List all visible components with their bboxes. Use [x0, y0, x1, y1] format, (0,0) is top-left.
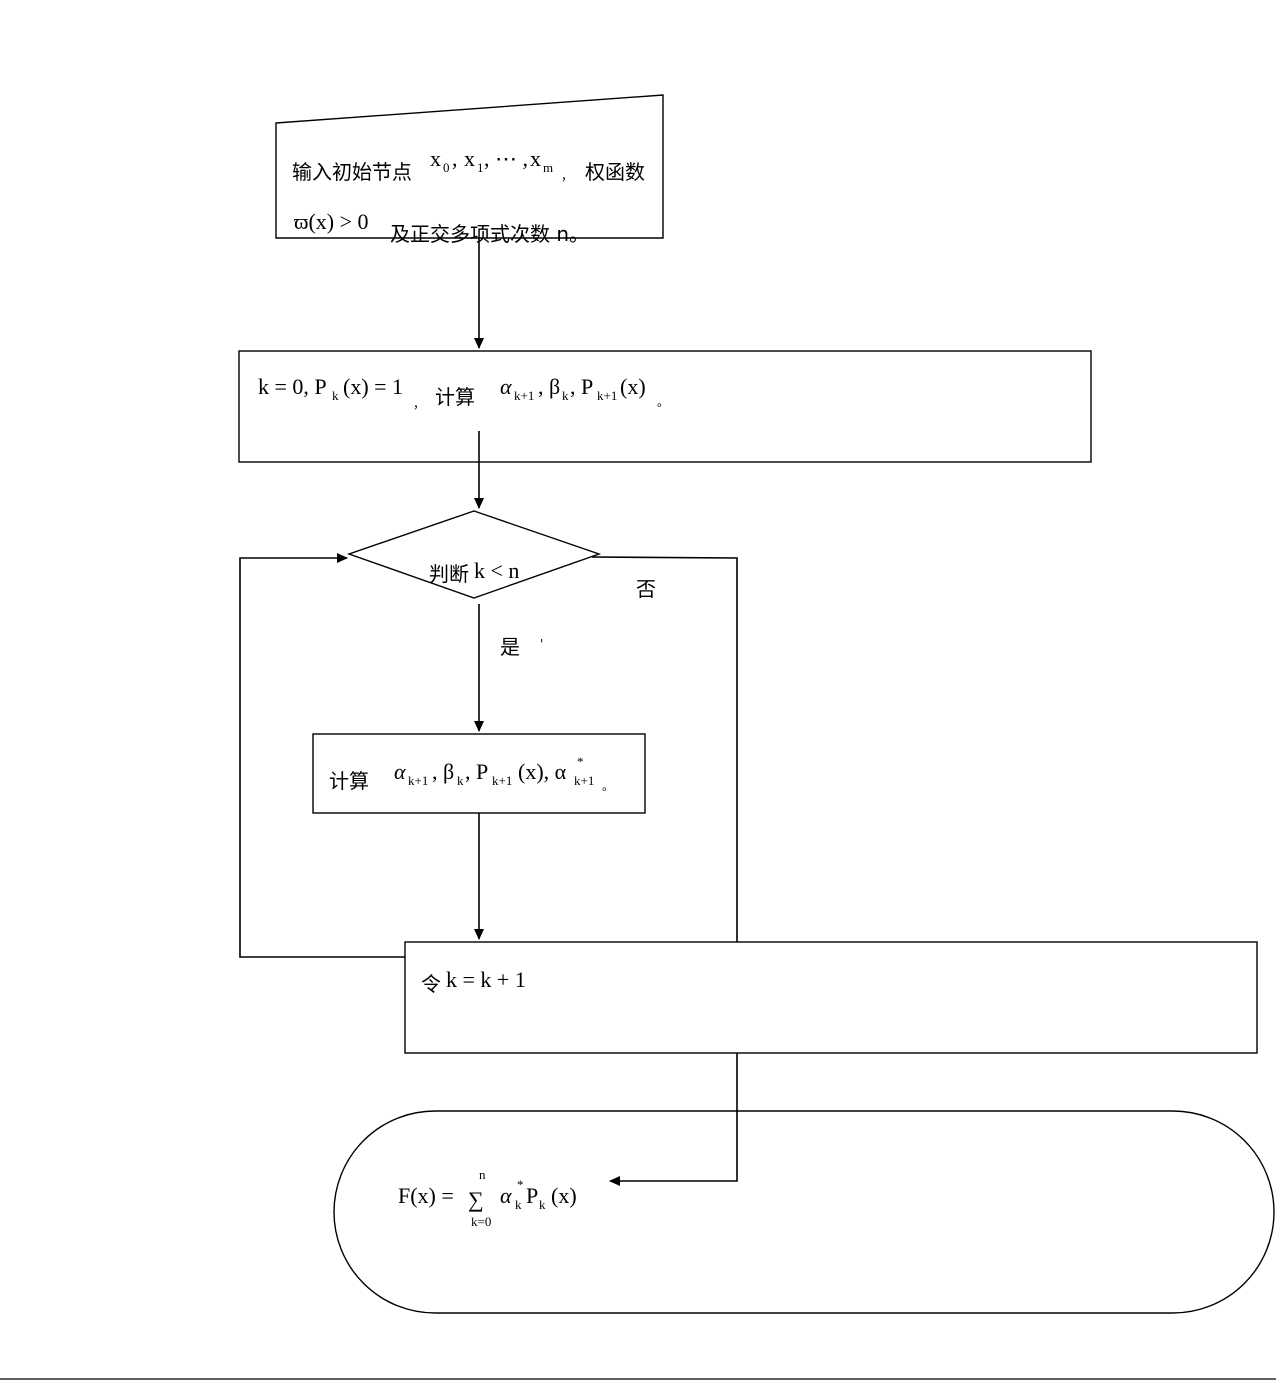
yes-tick: '	[540, 637, 543, 651]
init-formula: k = 0, P	[258, 374, 327, 399]
input-label-3: 及正交多项式次数 n。	[390, 222, 589, 246]
input-sub-1: 1	[477, 160, 484, 175]
init-end: 。	[657, 395, 669, 409]
increment-box	[404, 941, 1258, 1054]
arrow-increment-to-output	[609, 1053, 738, 1186]
decision-label: 判断	[429, 562, 469, 586]
output-f: F(x) =	[398, 1183, 454, 1208]
input-label-1: 输入初始节点	[292, 160, 412, 184]
yes-label: 是	[500, 635, 520, 659]
compute-px: (x), α	[518, 759, 567, 784]
output-p: P	[526, 1183, 538, 1208]
compute-end: 。	[602, 779, 614, 793]
input-sub-0: 0	[443, 160, 450, 175]
compute-sub-b: k	[457, 773, 464, 788]
init-sub-k: k	[332, 388, 339, 403]
increment-label: 令	[421, 972, 441, 996]
input-label-2: 权函数	[585, 160, 645, 184]
init-label: 计算	[435, 385, 475, 409]
init-tail: (x)	[620, 374, 646, 399]
init-box	[238, 350, 1092, 463]
output-star: *	[517, 1177, 524, 1192]
init-alpha: α	[500, 374, 512, 399]
decision-diamond	[346, 510, 602, 599]
input-dots: , ⋯ ,	[484, 146, 528, 171]
output-sub-p: k	[539, 1197, 546, 1212]
compute-label: 计算	[329, 769, 369, 793]
input-node-xm: x	[530, 146, 541, 171]
compute-sub-p: k+1	[492, 773, 512, 788]
output-alpha: α	[500, 1183, 512, 1208]
output-lower: k=0	[471, 1214, 491, 1229]
init-comma: ，	[413, 397, 425, 411]
compute-sub-a: k+1	[408, 773, 428, 788]
input-node-x0: x	[430, 146, 441, 171]
init-beta: , β	[538, 374, 560, 399]
init-formula-2: (x) = 1	[343, 374, 403, 399]
init-sub-k1: k+1	[514, 388, 534, 403]
no-branch-line	[591, 556, 738, 942]
compute-alpha: α	[394, 759, 406, 784]
output-sub-k: k	[515, 1197, 522, 1212]
no-label: 否	[636, 577, 656, 601]
increment-formula: k = k + 1	[446, 967, 526, 992]
decision-cond: k < n	[474, 558, 519, 583]
init-p: , P	[570, 374, 593, 399]
compute-sub-a2: k+1	[574, 773, 594, 788]
input-comma: ，	[561, 169, 573, 183]
input-weight: ϖ(x) > 0	[294, 209, 369, 234]
input-node-x1: x	[464, 146, 475, 171]
output-sigma: ∑	[468, 1187, 484, 1212]
init-sub-k2: k	[562, 388, 569, 403]
input-shape	[275, 94, 664, 239]
compute-beta: , β	[432, 759, 454, 784]
input-sub-m: m	[543, 160, 553, 175]
output-upper: n	[479, 1167, 486, 1182]
input-comma-a: ,	[452, 146, 458, 171]
compute-p: , P	[465, 759, 488, 784]
loop-back-line	[239, 553, 405, 958]
compute-star: *	[577, 754, 584, 769]
init-sub-k3: k+1	[597, 388, 617, 403]
output-terminal	[333, 1110, 1275, 1314]
output-tail: (x)	[551, 1183, 577, 1208]
